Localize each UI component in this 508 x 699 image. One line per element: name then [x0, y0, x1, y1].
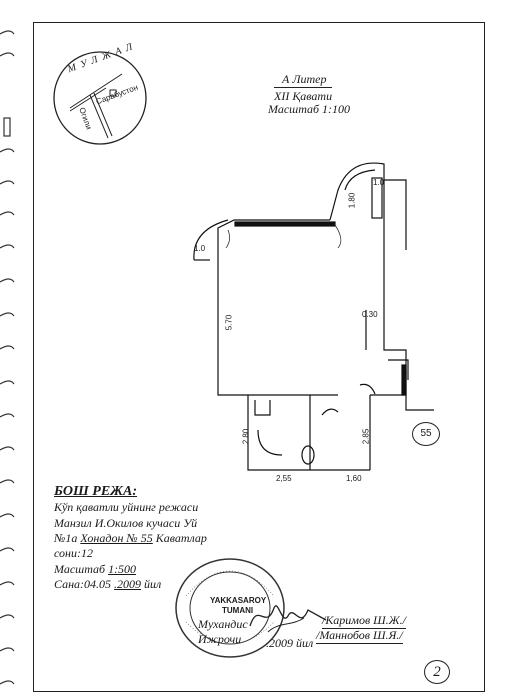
- floor-plan: [193, 162, 434, 471]
- signatory-name-1: /Каримов Ш.Ж./: [322, 613, 407, 629]
- stamp-text-2: TUMANI: [222, 606, 254, 615]
- liter-label: А Литер: [282, 72, 327, 86]
- info-line-4: сони:12: [54, 546, 93, 560]
- info-line-5: Масштаб 1:500: [54, 562, 137, 576]
- handwritten-signature: [249, 605, 327, 633]
- stamp-text-1: YAKKASAROY: [210, 596, 267, 605]
- signatory-name-2: /Маннобов Ш.Я./: [316, 628, 403, 644]
- dim-5-70: 5.70: [224, 314, 234, 331]
- dim-2-80: 2.80: [241, 428, 251, 445]
- info-title: БОШ РЕЖА:: [54, 484, 138, 499]
- dim-1-60: 1,60: [346, 474, 362, 483]
- binder-holes: [0, 30, 15, 685]
- orientation-map: [53, 51, 147, 145]
- info-line-6: Сана:04.05 .2009 йил: [54, 577, 162, 591]
- official-stamp: [175, 558, 285, 658]
- signature-date: .2009 йил: [266, 636, 314, 650]
- scale-label: Масштаб 1:100: [268, 102, 351, 116]
- unit-number-badge: 55: [412, 422, 440, 446]
- dim-1-0-right: 1.0: [373, 178, 385, 187]
- page-frame: [33, 22, 485, 692]
- role-executor: Ижрочи: [198, 632, 242, 646]
- dim-1-0-left: 1.0: [194, 244, 206, 253]
- info-line-1: Кўп қаватли уйнинг режаси: [54, 500, 199, 514]
- role-engineer: Мухандис: [198, 617, 248, 631]
- floor-label: XII Қавати: [274, 87, 333, 103]
- dim-2-55: 2,55: [276, 474, 292, 483]
- info-line-3: №1а Хонадон № 55 Каватлар: [54, 531, 207, 545]
- page-number: 2: [424, 660, 450, 684]
- dim-2-85: 2.85: [361, 428, 371, 445]
- dim-1-80: 1.80: [347, 192, 357, 209]
- info-line-2: Манзил И.Окилов кучаси Уй: [54, 516, 198, 530]
- dim-0-30: 0.30: [362, 310, 378, 319]
